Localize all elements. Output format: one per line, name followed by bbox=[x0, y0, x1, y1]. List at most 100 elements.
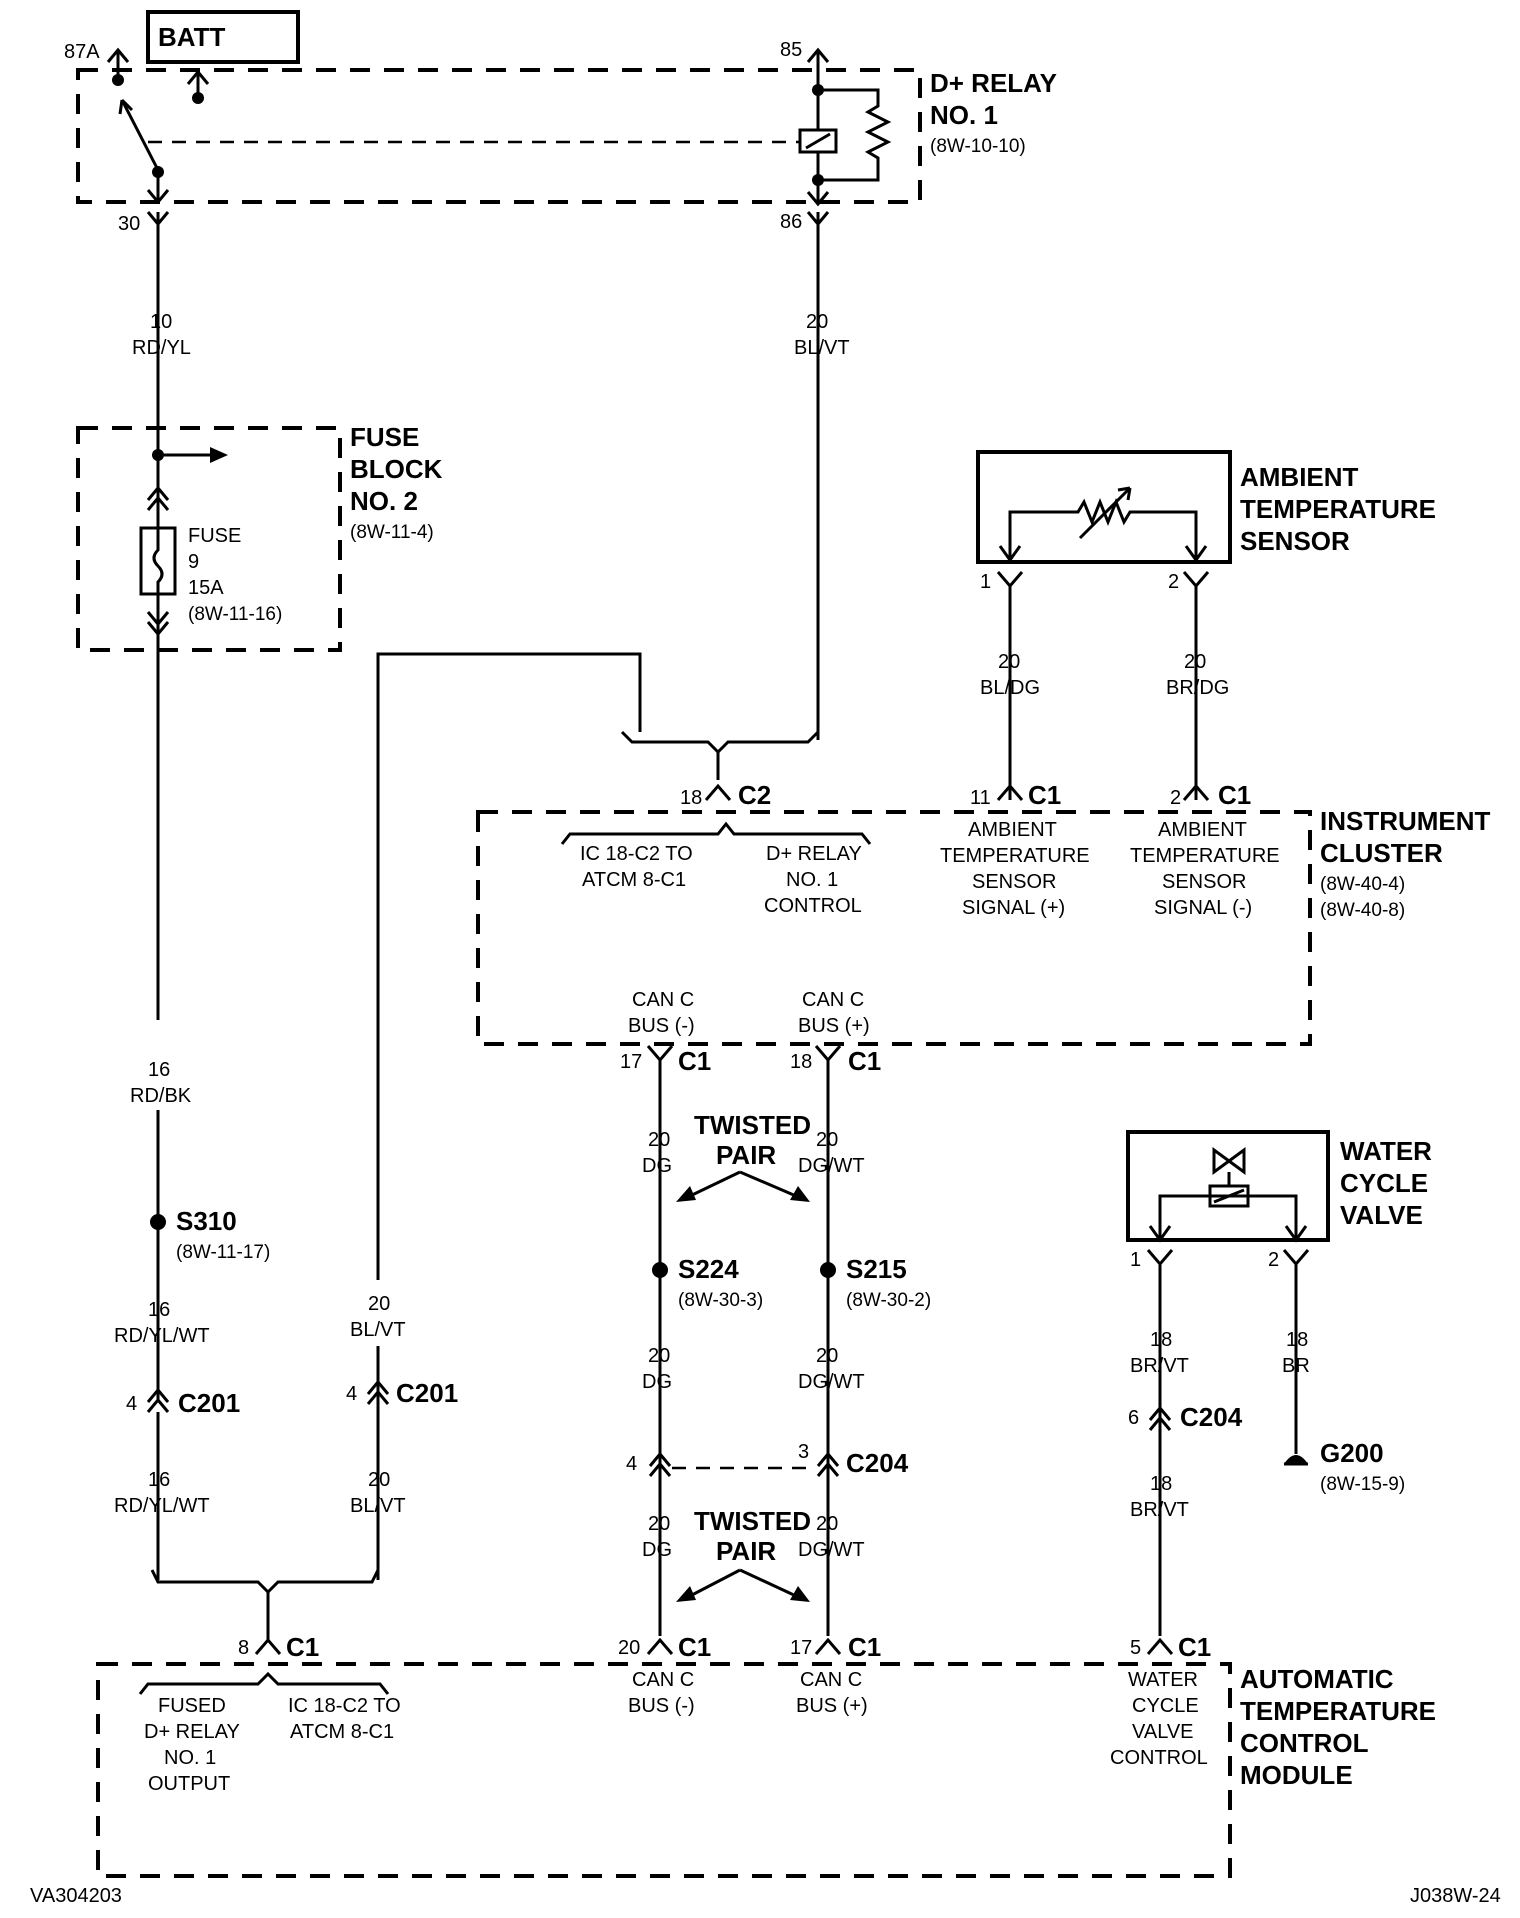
ic-ic-line2: ATCM 8-C1 bbox=[582, 869, 686, 891]
wcv-pin-1: 1 bbox=[1130, 1249, 1141, 1271]
footer-right: J038W-24 bbox=[1410, 1885, 1501, 1907]
w15-gauge: 20 bbox=[816, 1513, 838, 1535]
w10-color: DG bbox=[642, 1155, 672, 1177]
tp1-line1: TWISTED bbox=[694, 1110, 811, 1140]
atcm-fused-1: FUSED bbox=[158, 1695, 226, 1717]
ground-icon bbox=[1284, 1455, 1308, 1464]
atcm-wcv-4: CONTROL bbox=[1110, 1747, 1208, 1769]
atcm-c1-name-8: C1 bbox=[286, 1632, 319, 1662]
ic-dplus-line1: D+ RELAY bbox=[766, 843, 862, 865]
wcv-name-2: CYCLE bbox=[1340, 1168, 1428, 1198]
ambient-name-2: TEMPERATURE bbox=[1240, 494, 1436, 524]
w12-color: DG bbox=[642, 1371, 672, 1393]
atcm-c1-name-17: C1 bbox=[848, 1632, 881, 1662]
ic-amb-neg-4: SIGNAL (-) bbox=[1154, 897, 1252, 919]
w6-gauge: 20 bbox=[368, 1293, 390, 1315]
tp1-line2: PAIR bbox=[716, 1140, 776, 1170]
ic-c1-name-2: C1 bbox=[1218, 780, 1251, 810]
w11-color: DG/WT bbox=[798, 1155, 865, 1177]
w16-gauge: 18 bbox=[1150, 1329, 1172, 1351]
ic-amb-pos-4: SIGNAL (+) bbox=[962, 897, 1065, 919]
batt-box bbox=[146, 10, 300, 64]
fuse-label-2: 9 bbox=[188, 551, 199, 573]
ic-c1-name-18: C1 bbox=[848, 1046, 881, 1076]
atcm-can-neg-2: BUS (-) bbox=[628, 1695, 695, 1717]
w2-gauge: 20 bbox=[806, 311, 828, 333]
ic-amb-neg-3: SENSOR bbox=[1162, 871, 1246, 893]
c201-a-pin: 4 bbox=[126, 1393, 137, 1415]
relay-pin-86: 86 bbox=[780, 211, 802, 233]
instrument-cluster-outline bbox=[476, 810, 1312, 1046]
w9-color: BR/DG bbox=[1166, 677, 1229, 699]
ic-can-neg-1: CAN C bbox=[632, 989, 694, 1011]
s310-ref: (8W-11-17) bbox=[176, 1242, 270, 1263]
ic-c2-name: C2 bbox=[738, 780, 771, 810]
w4-gauge: 16 bbox=[148, 1299, 170, 1321]
ic-amb-pos-1: AMBIENT bbox=[968, 819, 1057, 841]
w8-color: BL/DG bbox=[980, 677, 1040, 699]
s224-ref: (8W-30-3) bbox=[678, 1290, 763, 1311]
c204-c-pin: 6 bbox=[1128, 1407, 1139, 1429]
ic-c1-name-17: C1 bbox=[678, 1046, 711, 1076]
thermistor-icon bbox=[1008, 497, 1198, 562]
w1-gauge: 10 bbox=[150, 311, 172, 333]
ambient-pin-2: 2 bbox=[1168, 571, 1179, 593]
ground-name: G200 bbox=[1320, 1438, 1384, 1468]
ic-name-2: CLUSTER bbox=[1320, 838, 1443, 868]
w3-color: RD/BK bbox=[130, 1085, 192, 1107]
atcm-wcv-3: VALVE bbox=[1132, 1721, 1194, 1743]
s215-ref: (8W-30-2) bbox=[846, 1290, 931, 1311]
w3-gauge: 16 bbox=[148, 1059, 170, 1081]
fuse-block-name-1: FUSE bbox=[350, 422, 419, 452]
atcm-name-4: MODULE bbox=[1240, 1760, 1353, 1790]
atcm-outline bbox=[96, 1662, 1232, 1878]
ic-c1-pin-11: 11 bbox=[970, 787, 991, 809]
w18-gauge: 18 bbox=[1150, 1473, 1172, 1495]
relay-switch bbox=[106, 47, 800, 205]
relay-name-1: D+ RELAY bbox=[930, 68, 1057, 98]
s310-name: S310 bbox=[176, 1206, 237, 1236]
ic-ref-2: (8W-40-8) bbox=[1320, 900, 1405, 921]
s215-dot bbox=[820, 1262, 836, 1278]
w17-color: BR bbox=[1282, 1355, 1310, 1377]
ic-dplus-line3: CONTROL bbox=[764, 895, 862, 917]
w8-gauge: 20 bbox=[998, 651, 1020, 673]
w7-gauge: 20 bbox=[368, 1469, 390, 1491]
w10-gauge: 20 bbox=[648, 1129, 670, 1151]
s215-name: S215 bbox=[846, 1254, 907, 1284]
w9-gauge: 20 bbox=[1184, 651, 1206, 673]
relay-outline bbox=[76, 68, 922, 204]
fuse-ref: (8W-11-16) bbox=[188, 604, 282, 625]
wcv-pin-2: 2 bbox=[1268, 1249, 1279, 1271]
valve-icon bbox=[1212, 1147, 1246, 1186]
tp2-line2: PAIR bbox=[716, 1536, 776, 1566]
s310-dot bbox=[150, 1214, 166, 1230]
w11-gauge: 20 bbox=[816, 1129, 838, 1151]
ic-amb-neg-2: TEMPERATURE bbox=[1130, 845, 1280, 867]
w2-color: BL/VT bbox=[794, 337, 850, 359]
ic-can-pos-1: CAN C bbox=[802, 989, 864, 1011]
w7-color: BL/VT bbox=[350, 1495, 406, 1517]
atcm-c1-pin-5: 5 bbox=[1130, 1637, 1141, 1659]
atcm-ic-2: ATCM 8-C1 bbox=[290, 1721, 394, 1743]
atcm-can-neg-1: CAN C bbox=[632, 1669, 694, 1691]
c204-a-pin: 4 bbox=[626, 1453, 637, 1475]
w13-color: DG/WT bbox=[798, 1371, 865, 1393]
atcm-c1-name-20: C1 bbox=[678, 1632, 711, 1662]
ground-ref: (8W-15-9) bbox=[1320, 1474, 1405, 1495]
fuse-block-outline bbox=[76, 426, 342, 652]
relay-pin-30: 30 bbox=[118, 213, 140, 235]
atcm-c1-pin-20: 20 bbox=[618, 1637, 640, 1659]
relay-pin-87a: 87A bbox=[64, 41, 100, 63]
atcm-ic-1: IC 18-C2 TO bbox=[288, 1695, 401, 1717]
ic-c2-pin: 18 bbox=[680, 787, 702, 809]
water-valve-box bbox=[1126, 1130, 1330, 1242]
wcv-name-3: VALVE bbox=[1340, 1200, 1423, 1230]
w5-gauge: 16 bbox=[148, 1469, 170, 1491]
atcm-wcv-1: WATER bbox=[1128, 1669, 1198, 1691]
fuse-block-name-3: NO. 2 bbox=[350, 486, 418, 516]
fuse-label-3: 15A bbox=[188, 577, 224, 599]
w16-color: BR/VT bbox=[1130, 1355, 1189, 1377]
tp2-line1: TWISTED bbox=[694, 1506, 811, 1536]
